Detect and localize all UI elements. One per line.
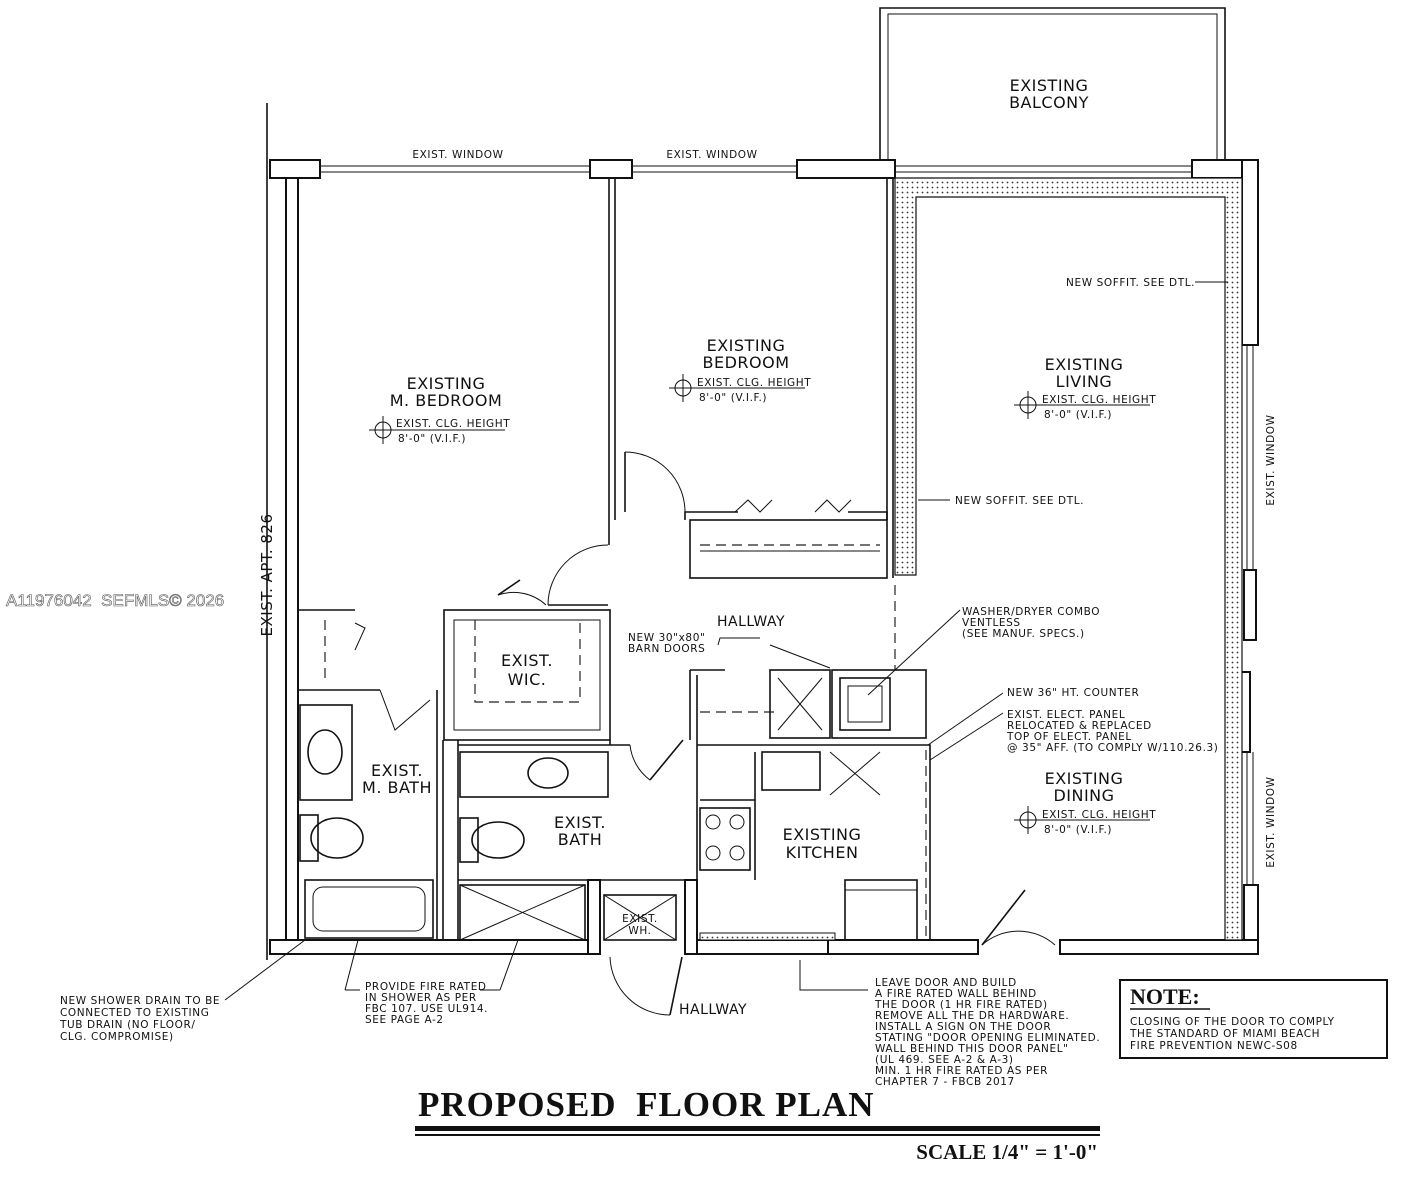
note-box-heading: NOTE: xyxy=(1130,984,1200,1009)
note-fire-rated-2: IN SHOWER AS PER xyxy=(365,992,477,1004)
note-leave-door-6: STATING "DOOR OPENING ELIMINATED. xyxy=(875,1032,1100,1044)
mls-watermark: A11976042 SEFMLS© 2026 xyxy=(6,591,224,610)
room-bedroom-line1: EXISTING xyxy=(707,336,786,355)
room-dining-line2: DINING xyxy=(1053,786,1114,805)
note-counter: NEW 36" HT. COUNTER xyxy=(1007,687,1139,699)
room-wh-line2: WH. xyxy=(628,925,651,937)
note-panel-4: @ 35" AFF. (TO COMPLY W/110.26.3) xyxy=(1007,742,1219,754)
ceiling-height-markers xyxy=(369,374,1150,834)
dining-clg-label: EXIST. CLG. HEIGHT xyxy=(1042,809,1156,821)
exterior-walls xyxy=(269,159,1259,955)
note-barn-doors-2: BARN DOORS xyxy=(628,643,705,655)
note-leave-door-9: MIN. 1 HR FIRE RATED AS PER xyxy=(875,1065,1048,1077)
note-panel-1: EXIST. ELECT. PANEL xyxy=(1007,709,1125,721)
room-bath-line1: EXIST. xyxy=(554,813,606,832)
window-labels: EXIST. WINDOW EXIST. WINDOW EXIST. WINDO… xyxy=(258,149,1277,868)
room-wic-line2: WIC. xyxy=(508,670,547,689)
room-kitchen-line2: KITCHEN xyxy=(786,843,859,862)
m-bedroom-clg-value: 8'-0" (V.I.F.) xyxy=(398,433,466,445)
window-label-right-upper: EXIST. WINDOW xyxy=(1265,414,1277,505)
note-leave-door-5: INSTALL A SIGN ON THE DOOR xyxy=(875,1021,1051,1033)
room-m-bedroom-line1: EXISTING xyxy=(407,374,486,393)
room-balcony-line1: EXISTING xyxy=(1010,76,1089,95)
fixtures xyxy=(299,677,918,941)
room-bath-line2: BATH xyxy=(558,830,602,849)
note-leave-door-10: CHAPTER 7 - FBCB 2017 xyxy=(875,1076,1015,1088)
note-leave-door-4: REMOVE ALL THE DR HARDWARE. xyxy=(875,1010,1069,1022)
room-hallway-lower: HALLWAY xyxy=(679,1002,747,1018)
note-shower-drain-1: NEW SHOWER DRAIN TO BE xyxy=(60,995,220,1007)
doors xyxy=(497,451,1056,1016)
title-block: PROPOSED FLOOR PLAN SCALE 1/4" = 1'-0" xyxy=(415,1085,1100,1164)
note-leave-door-8: (UL 469. SEE A-2 & A-3) xyxy=(875,1054,1014,1066)
interior-walls xyxy=(298,178,931,940)
balcony xyxy=(879,7,1226,160)
note-box-line-3: FIRE PREVENTION NEWC-S08 xyxy=(1130,1040,1298,1052)
note-fire-rated-4: SEE PAGE A-2 xyxy=(365,1014,444,1026)
room-living-line2: LIVING xyxy=(1056,372,1113,391)
room-m-bath-line2: M. BATH xyxy=(362,778,432,797)
room-kitchen-line1: EXISTING xyxy=(783,825,862,844)
note-fire-rated-1: PROVIDE FIRE RATED xyxy=(365,981,487,993)
note-washer-3: (SEE MANUF. SPECS.) xyxy=(962,628,1085,640)
dining-clg-value: 8'-0" (V.I.F.) xyxy=(1044,824,1112,836)
note-leave-door-3: THE DOOR (1 HR FIRE RATED) xyxy=(874,999,1048,1011)
neighbor-apt-label: EXIST. APT. 826 xyxy=(258,514,276,637)
note-barn-doors-1: NEW 30"x80" xyxy=(628,632,705,644)
note-leave-door-7: WALL BEHIND THIS DOOR PANEL" xyxy=(875,1043,1069,1055)
note-shower-drain-3: TUB DRAIN (NO FLOOR/ xyxy=(59,1019,196,1031)
room-dining-line1: EXISTING xyxy=(1045,769,1124,788)
note-box-line-2: THE STANDARD OF MIAMI BEACH xyxy=(1129,1028,1320,1040)
drawing-scale: SCALE 1/4" = 1'-0" xyxy=(916,1140,1098,1164)
m-bedroom-clg-label: EXIST. CLG. HEIGHT xyxy=(396,418,510,430)
room-wic-line1: EXIST. xyxy=(501,651,553,670)
room-balcony-line2: BALCONY xyxy=(1009,93,1089,112)
window-label-top-mid: EXIST. WINDOW xyxy=(666,149,757,161)
drawing-title: PROPOSED FLOOR PLAN xyxy=(418,1085,875,1124)
bedroom-clg-label: EXIST. CLG. HEIGHT xyxy=(697,377,811,389)
room-m-bedroom-line2: M. BEDROOM xyxy=(390,391,503,410)
window-label-top-left: EXIST. WINDOW xyxy=(412,149,503,161)
window-label-right-lower: EXIST. WINDOW xyxy=(1265,776,1277,867)
note-box-line-1: CLOSING OF THE DOOR TO COMPLY xyxy=(1130,1016,1335,1028)
note-box: NOTE: CLOSING OF THE DOOR TO COMPLY THE … xyxy=(1119,979,1388,1059)
leader-lines xyxy=(224,281,1228,1001)
room-labels: EXISTING BALCONY EXISTING M. BEDROOM EXI… xyxy=(362,76,1156,1018)
note-fire-rated-3: FBC 107. USE UL914. xyxy=(365,1003,488,1015)
room-hallway-upper: HALLWAY xyxy=(717,614,785,630)
note-shower-drain-4: CLG. COMPROMISE) xyxy=(60,1031,174,1043)
room-wh-line1: EXIST. xyxy=(622,913,658,925)
note-soffit-mid: NEW SOFFIT. SEE DTL. xyxy=(955,495,1084,507)
bedroom-clg-value: 8'-0" (V.I.F.) xyxy=(699,392,767,404)
room-m-bath-line1: EXIST. xyxy=(371,761,423,780)
note-washer-2: VENTLESS xyxy=(962,617,1021,629)
note-panel-2: RELOCATED & REPLACED xyxy=(1007,720,1152,732)
soffit xyxy=(894,177,1243,941)
note-washer-1: WASHER/DRYER COMBO xyxy=(962,606,1100,618)
note-shower-drain-2: CONNECTED TO EXISTING xyxy=(60,1007,209,1019)
living-clg-value: 8'-0" (V.I.F.) xyxy=(1044,409,1112,421)
note-soffit-top: NEW SOFFIT. SEE DTL. xyxy=(1066,277,1195,289)
living-clg-label: EXIST. CLG. HEIGHT xyxy=(1042,394,1156,406)
room-bedroom-line2: BEDROOM xyxy=(702,353,789,372)
annotations: NEW SOFFIT. SEE DTL. NEW SOFFIT. SEE DTL… xyxy=(59,277,1219,1088)
room-living-line1: EXISTING xyxy=(1045,355,1124,374)
note-leave-door-1: LEAVE DOOR AND BUILD xyxy=(875,977,1017,989)
note-panel-3: TOP OF ELECT. PANEL xyxy=(1006,731,1132,743)
note-leave-door-2: A FIRE RATED WALL BEHIND xyxy=(875,988,1037,1000)
